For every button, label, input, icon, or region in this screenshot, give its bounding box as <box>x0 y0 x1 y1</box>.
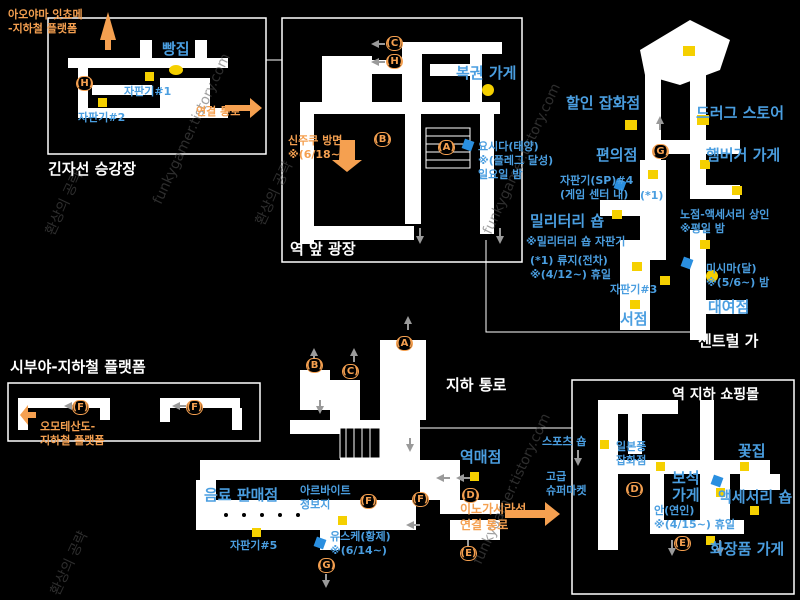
passage-stairs <box>339 427 381 459</box>
marker-d: (D) <box>625 482 644 497</box>
marker-g: (G) <box>317 558 336 573</box>
drink-dots <box>224 513 300 517</box>
marker-e: (E) <box>674 536 691 551</box>
marker-a: (A) <box>438 140 455 155</box>
label-bookstore: 서점 <box>620 310 648 328</box>
label-ryuji: (*1) 류지(전차) ※(4/12~) 휴일 <box>530 254 612 282</box>
label-vending3: 자판기#3 <box>610 283 658 296</box>
label-drink-shop: 음료 판매점 <box>204 486 279 504</box>
label-vending2: 자판기#2 <box>78 111 126 124</box>
plaza-frame <box>281 17 523 263</box>
label-sports: 스포츠 숍 <box>542 435 587 448</box>
marker-a: (A) <box>396 336 413 351</box>
label-military-vending: ※밀리터리 숍 자판기 <box>526 235 626 248</box>
central-floor <box>600 20 746 340</box>
label-drugstore: 드러그 스토어 <box>696 104 785 122</box>
label-cosmetics: 화장품 가게 <box>710 540 785 558</box>
exit-inokashira: 이노가시라선 연결 통로 <box>460 502 527 532</box>
label-part-time: 아르바이트 정보지 <box>300 484 351 512</box>
label-yoshida: 요시다(태양) ※(플레그 달성) 일요일 밤 <box>478 140 554 181</box>
character-markers <box>313 138 724 550</box>
label-accessory-vendor: 노점-액세서리 상인 ※평일 밤 <box>680 208 770 236</box>
marker-f: (F) <box>412 492 429 507</box>
label-lottery: 복권 가게 <box>456 64 517 82</box>
marker-d: (D) <box>461 488 480 503</box>
label-station-shop: 역매점 <box>460 448 502 466</box>
mall-frame <box>571 379 795 595</box>
label-anne: 안(연인) ※(4/15~) 휴일 <box>654 504 736 532</box>
exit-connect: 연결 통로 <box>196 105 241 118</box>
label-jewelry: 보석 가게 <box>672 469 700 505</box>
label-military: 밀리터리 숍 <box>530 212 605 230</box>
exit-shinjuku: 신주쿠 방면 ※(6/18~) <box>288 134 345 162</box>
area-title-plaza: 역 앞 광장 <box>290 240 356 258</box>
marker-b: (B) <box>306 358 323 373</box>
label-vending4: 자판기(SP)#4 (게임 센터 내) <box>560 174 634 202</box>
marker-b: (B) <box>374 132 391 147</box>
ginza-frame <box>47 17 267 155</box>
marker-e: (E) <box>460 546 477 561</box>
label-mishima: 미시마(달) ※(5/6~) 밤 <box>706 262 770 290</box>
label-rental: 대여점 <box>708 298 750 316</box>
shibuya-frame <box>7 382 261 442</box>
label-burger: 햄버거 가게 <box>706 146 781 164</box>
marker-c: (C) <box>342 364 359 379</box>
marker-h: (H) <box>75 76 94 91</box>
passage-arrows <box>64 40 724 588</box>
label-vending5: 자판기#5 <box>230 539 278 552</box>
label-bakery: 빵집 <box>162 40 190 58</box>
area-title-passage: 지하 통로 <box>446 376 507 394</box>
exit-omotesando: 오모테산도- 지하철 플랫폼 <box>40 420 105 448</box>
marker-h: (H) <box>385 54 404 69</box>
ginza-floor <box>68 40 228 118</box>
area-title-ginza: 긴자선 승강장 <box>48 160 137 178</box>
label-vending1: 자판기#1 <box>124 85 172 98</box>
area-title-central: 센트럴 가 <box>698 332 759 350</box>
label-convenience: 편의점 <box>596 146 638 164</box>
label-supermarket: 고급 슈퍼마켓 <box>546 470 587 498</box>
area-title-mall: 역 지하 쇼핑몰 <box>672 387 760 403</box>
plaza-floor <box>300 42 502 244</box>
marker-f: (F) <box>360 494 377 509</box>
label-discount: 할인 잡화점 <box>566 94 641 112</box>
marker-f: (F) <box>72 400 89 415</box>
label-flower: 꽃집 <box>738 442 766 460</box>
marker-g: (G) <box>651 144 670 159</box>
marker-c: (C) <box>386 36 403 51</box>
label-japanese: 일본풍 잡화점 <box>616 440 647 468</box>
label-accessory-shop: 액세서리 숍 <box>718 488 793 506</box>
shop-icons <box>98 46 759 545</box>
area-title-shibuya: 시부야-지하철 플랫폼 <box>10 358 146 376</box>
marker-f: (F) <box>186 400 203 415</box>
exit-arrows <box>20 12 560 526</box>
label-yusuke: 유스케(황제) ※(6/14~) <box>330 530 391 558</box>
exit-aoyama: 아오야마 잇쵸메 -지하철 플랫폼 <box>8 8 83 36</box>
label-star1: (*1) <box>640 189 664 202</box>
